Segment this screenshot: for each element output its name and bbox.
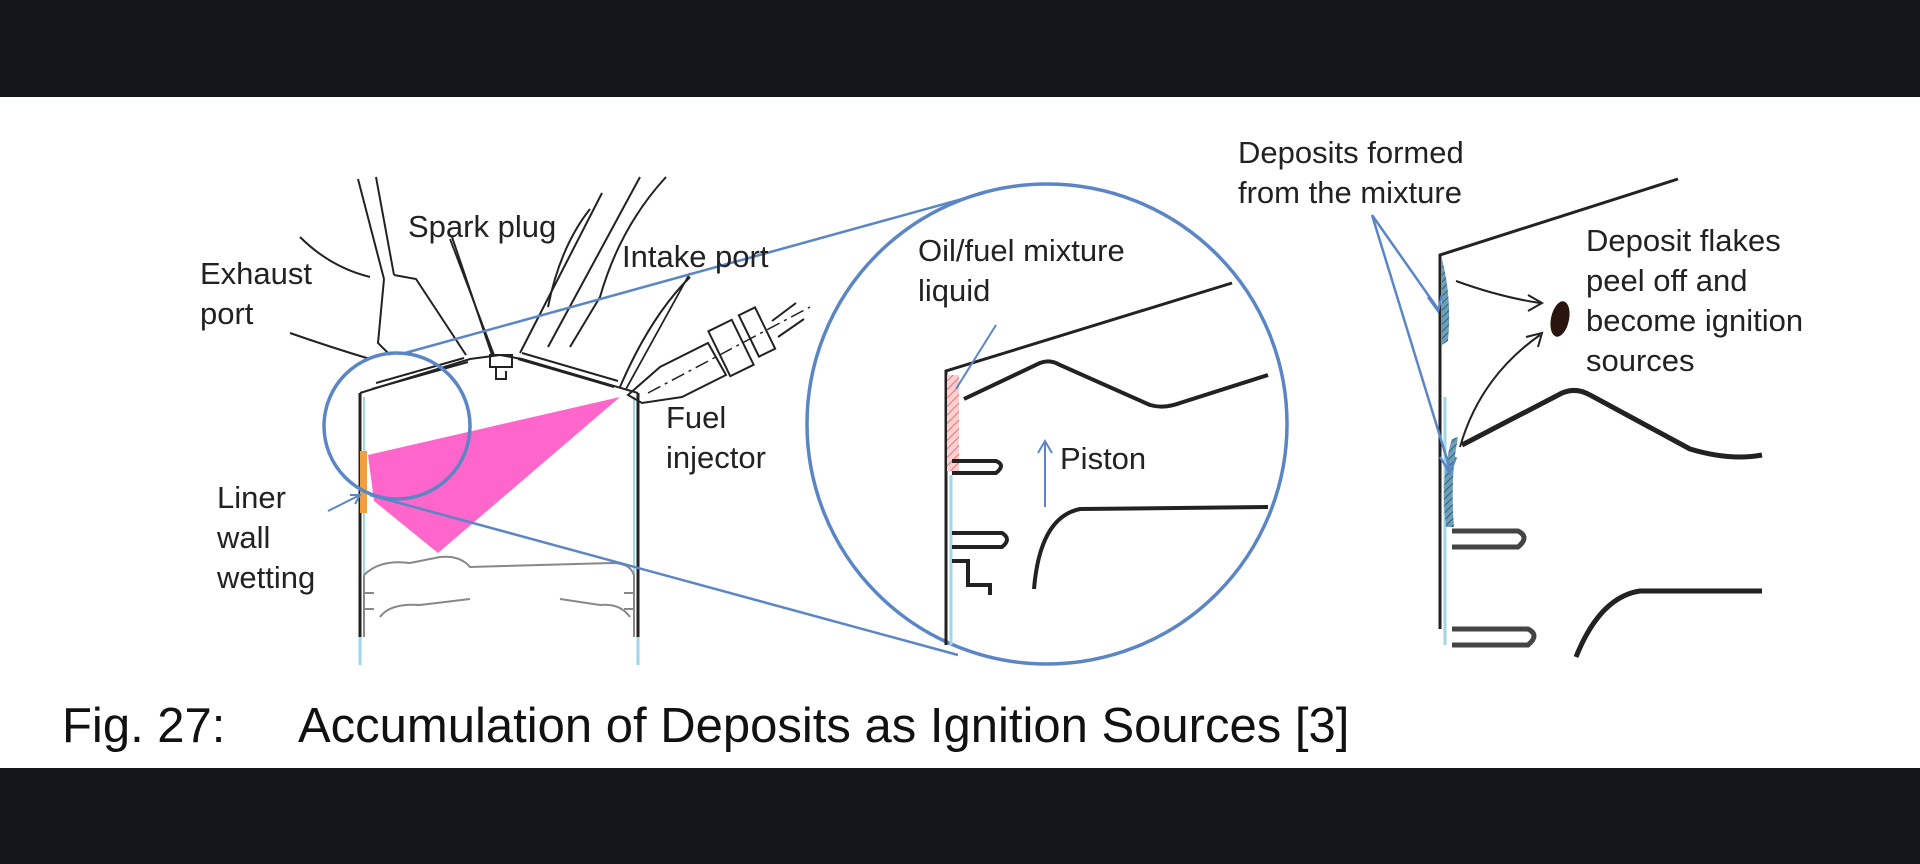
cylinder-section xyxy=(289,176,811,665)
piston-outline xyxy=(363,555,635,637)
label-deposits-formed-line2: from the mixture xyxy=(1238,175,1462,210)
deposit-piston-crown xyxy=(1460,387,1763,460)
label-deposit-flakes-line3: become ignition xyxy=(1586,303,1804,338)
oil-film xyxy=(947,375,959,471)
flake-arrow-lower xyxy=(1459,334,1541,448)
deposit-upper xyxy=(1442,259,1450,345)
deposit-detail xyxy=(1370,177,1763,658)
figure-caption: Fig. 27: Accumulation of Deposits as Igni… xyxy=(62,697,1349,755)
magnified-detail xyxy=(944,281,1269,645)
liner-wall-wetting xyxy=(360,451,367,513)
figure-panel: Spark plug Exhaust port Intake port Fuel… xyxy=(0,97,1920,768)
exhaust-valve xyxy=(371,357,469,390)
magnifier xyxy=(322,182,1289,666)
liner-wetting-arrow xyxy=(327,494,361,512)
intake-valve-stem xyxy=(519,176,641,354)
label-liner-line2: wall xyxy=(217,520,271,555)
caption-number: Fig. 27: xyxy=(62,699,226,753)
intake-port-wall xyxy=(547,176,667,348)
label-spark-plug: Spark plug xyxy=(408,209,557,244)
label-piston: Piston xyxy=(1060,441,1147,476)
label-fuel-injector-line2: injector xyxy=(666,440,766,475)
fuel-spray xyxy=(368,397,620,553)
label-exhaust-port-line1: Exhaust xyxy=(200,256,313,291)
magnifier-large-circle xyxy=(805,182,1289,666)
magnifier-small-circle xyxy=(322,351,472,501)
label-oil-fuel-line1: Oil/fuel mixture xyxy=(918,233,1125,268)
label-exhaust-port-line2: port xyxy=(200,296,254,331)
label-deposit-flakes-line4: sources xyxy=(1586,343,1695,378)
deposit-flake xyxy=(1550,301,1570,337)
label-liner-line1: Liner xyxy=(217,480,286,515)
label-fuel-injector-line1: Fuel xyxy=(666,400,727,435)
label-deposits-formed-line1: Deposits formed xyxy=(1238,135,1464,170)
exhaust-valve-stem xyxy=(357,176,395,280)
engine-diagram xyxy=(289,176,1763,666)
label-intake-port: Intake port xyxy=(622,239,769,274)
deposit-liner xyxy=(1438,177,1679,629)
fuel-injector xyxy=(626,302,811,405)
label-oil-fuel-line2: liquid xyxy=(918,273,991,308)
magnified-liner xyxy=(944,281,1233,645)
deposits-leader-lower xyxy=(1370,214,1452,470)
oil-fuel-leader xyxy=(955,324,997,390)
label-deposit-flakes-line2: peel off and xyxy=(1586,263,1748,298)
intake-valve xyxy=(517,352,619,388)
caption-text: Accumulation of Deposits as Ignition Sou… xyxy=(298,699,1350,753)
deposits-leader-upper xyxy=(1370,214,1440,310)
label-liner-line3: wetting xyxy=(217,560,316,595)
label-deposit-flakes-line1: Deposit flakes xyxy=(1586,223,1781,258)
flake-arrow-upper xyxy=(1455,280,1541,304)
magnified-piston-crown xyxy=(963,359,1269,409)
exhaust-port-wall xyxy=(376,274,467,356)
